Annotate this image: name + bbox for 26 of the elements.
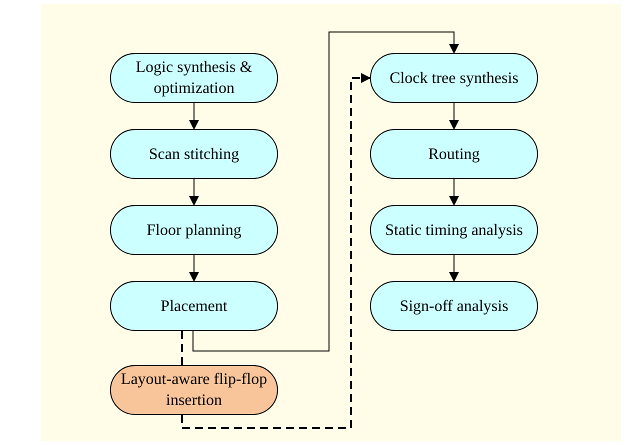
arrow: [192, 32, 459, 352]
process-box: [370, 53, 538, 103]
arrow: [189, 102, 199, 130]
arrow: [189, 254, 199, 282]
step-label: Logic synthesis & optimization: [134, 58, 254, 99]
process-box: [370, 281, 538, 331]
process-box: [110, 53, 278, 103]
process-box: [110, 281, 278, 331]
step-label: Scan stitching: [148, 144, 240, 164]
arrow: [189, 178, 199, 206]
step-label: Placement: [160, 296, 228, 316]
process-box: [110, 205, 278, 255]
process-box: [110, 129, 278, 179]
step-label: Layout-aware flip-flop insertion: [120, 370, 268, 411]
step-label: Sign-off analysis: [398, 296, 510, 316]
dashed-arrow: [181, 73, 371, 429]
step-label: Floor planning: [146, 220, 242, 240]
process-box: [110, 365, 278, 415]
process-box: [370, 129, 538, 179]
arrow: [449, 254, 459, 282]
step-label: Routing: [427, 144, 481, 164]
process-box: [370, 205, 538, 255]
arrow: [449, 102, 459, 130]
step-label: Clock tree synthesis: [388, 68, 520, 88]
step-label: Static timing analysis: [384, 220, 524, 240]
arrow: [449, 178, 459, 206]
